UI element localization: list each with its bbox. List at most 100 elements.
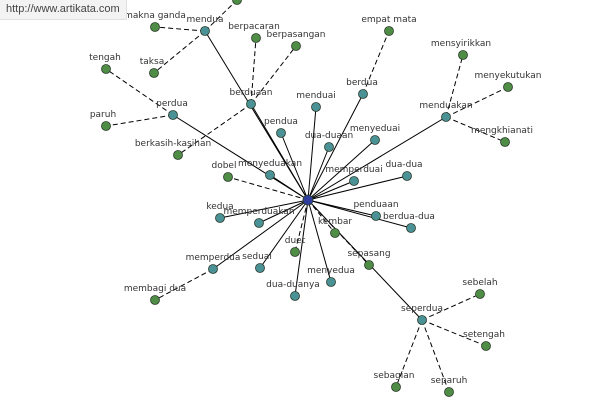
node-berpacaran[interactable] [251, 33, 261, 43]
label-separuh: separuh [431, 376, 468, 386]
edge-dua-berdua [307, 93, 364, 201]
node-makna-ganda[interactable] [150, 22, 160, 32]
edge-mendua-makna-ganda [154, 26, 206, 32]
node-dua-dua[interactable] [402, 171, 412, 181]
label-penduaan: penduaan [353, 200, 398, 210]
node-membagi-dua[interactable] [150, 295, 160, 305]
node-sepasang[interactable] [364, 260, 374, 270]
node-menyedua[interactable] [326, 277, 336, 287]
nodes-layer [101, 0, 513, 397]
label-seduai: seduai [242, 252, 272, 262]
node-menduai[interactable] [311, 102, 321, 112]
edge-dua-menduakan [307, 116, 447, 201]
watermark-url[interactable]: http://www.artikata.com [0, 0, 127, 20]
node-setengah[interactable] [481, 341, 491, 351]
edge-seperdua-sebelah [421, 293, 481, 321]
node-menyeduakan[interactable] [265, 170, 275, 180]
node-duet[interactable] [290, 247, 300, 257]
label-makna-ganda: makna ganda [124, 11, 186, 21]
node-sebelah[interactable] [475, 289, 485, 299]
label-berkasih-kasihan: berkasih-kasihan [135, 139, 211, 149]
node-mengkhianati[interactable] [500, 137, 510, 147]
edge-menduakan-menyekutukan [445, 86, 509, 118]
node-kedua[interactable] [215, 213, 225, 223]
edge-berdua-empat-mata [362, 30, 390, 95]
label-berdua: berdua [346, 78, 378, 88]
node-tengah[interactable] [101, 64, 111, 74]
node-berkasih-kasihan[interactable] [173, 150, 183, 160]
node-dobel[interactable] [223, 172, 233, 182]
edge-dua-memperduai [307, 180, 355, 201]
edge-dua-dua-duaan [307, 146, 330, 201]
label-pendua: pendua [264, 117, 298, 127]
node-dua[interactable] [302, 194, 314, 206]
label-tengah: tengah [89, 53, 121, 63]
node-menduakan[interactable] [441, 112, 451, 122]
label-menduakan: menduakan [419, 101, 472, 111]
node-berpasangan[interactable] [291, 41, 301, 51]
edge-berduaan-berkasih-kasihan [177, 103, 252, 156]
node-seperdua[interactable] [417, 315, 427, 325]
edge-dua-memperduakan [258, 199, 309, 224]
node-memperduakan[interactable] [254, 218, 264, 228]
label-memperdua: memperdua [186, 253, 241, 263]
node-mensyirikkan[interactable] [458, 50, 468, 60]
label-menyekutukan: menyekutukan [474, 71, 541, 81]
node-penduaan[interactable] [371, 211, 381, 221]
node-berdua-dua[interactable] [406, 223, 416, 233]
node-menyeduai[interactable] [370, 135, 380, 145]
edge-mendua-taksa [153, 30, 206, 74]
edge-dua-menyeduakan [269, 174, 309, 201]
label-dua-dua: dua-dua [385, 160, 422, 170]
node-dua-duaan[interactable] [324, 142, 334, 152]
label-berpasangan: berpasangan [266, 30, 325, 40]
node-seduai[interactable] [255, 263, 265, 273]
label-dua-duanya: dua-duanya [266, 280, 320, 290]
label-mensyirikkan: mensyirikkan [431, 39, 491, 49]
node-paruh[interactable] [101, 121, 111, 131]
edge-perdua-tengah [105, 68, 174, 116]
label-sebelah: sebelah [462, 278, 497, 288]
label-memperduai: memperduai [325, 165, 382, 175]
edge-dua-perdua [172, 114, 309, 201]
edge-menduakan-mengkhianati [445, 116, 506, 143]
label-menyeduakan: menyeduakan [238, 159, 302, 169]
edge-seperdua-sebagian [395, 319, 423, 388]
label-kembar: kembar [318, 217, 352, 227]
edge-menduakan-mensyirikkan [445, 54, 464, 118]
node-mendua-extra[interactable] [232, 0, 242, 5]
node-sebagian[interactable] [391, 382, 401, 392]
node-kembar[interactable] [330, 228, 340, 238]
node-taksa[interactable] [149, 68, 159, 78]
edge-dua-menduai [307, 106, 317, 201]
node-dua-duanya[interactable] [290, 291, 300, 301]
label-dua-duaan: dua-duaan [305, 131, 353, 141]
label-dobel: dobel [212, 161, 237, 171]
label-membagi-dua: membagi dua [124, 284, 186, 294]
edge-dua-memperdua [212, 199, 309, 270]
node-memperduai[interactable] [349, 176, 359, 186]
node-perdua[interactable] [168, 110, 178, 120]
edge-perdua-paruh [105, 114, 174, 127]
node-memperdua[interactable] [208, 264, 218, 274]
node-pendua[interactable] [276, 128, 286, 138]
node-berdua[interactable] [358, 89, 368, 99]
label-menyeduai: menyeduai [350, 124, 400, 134]
node-berduaan[interactable] [246, 99, 256, 109]
edge-dua-seduai [259, 199, 309, 269]
label-paruh: paruh [90, 110, 116, 120]
node-menyekutukan[interactable] [503, 82, 513, 92]
edge-dua-pendua [280, 132, 309, 201]
label-sepasang: sepasang [347, 249, 390, 259]
node-mendua[interactable] [200, 26, 210, 36]
label-sebagian: sebagian [374, 371, 415, 381]
label-duet: duet [285, 236, 306, 246]
label-empat-mata: empat mata [361, 15, 416, 25]
edge-dua-dua-dua [307, 175, 408, 201]
node-empat-mata[interactable] [384, 26, 394, 36]
label-seperdua: seperdua [401, 304, 443, 314]
label-setengah: setengah [463, 330, 505, 340]
edge-dua-kedua [219, 199, 309, 219]
node-separuh[interactable] [444, 387, 454, 397]
